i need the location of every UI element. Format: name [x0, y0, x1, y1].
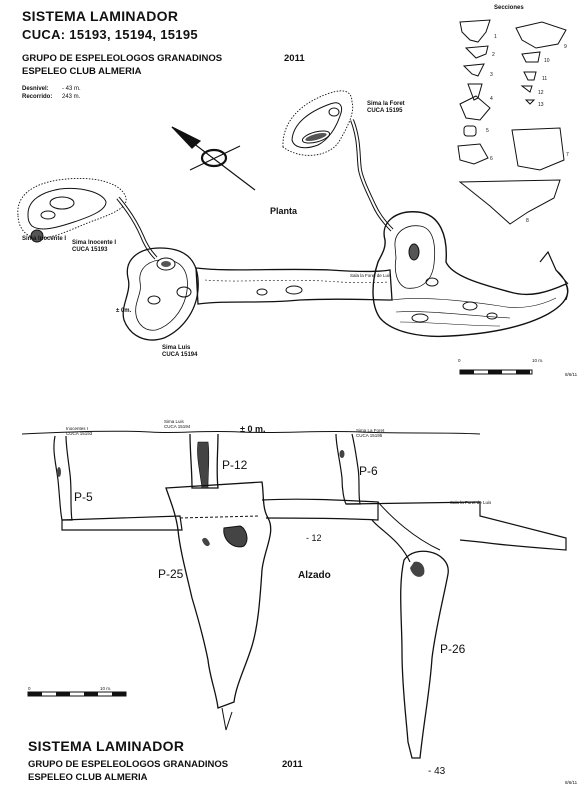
elev-sima-luis-cuca: CUCA 15194 [164, 424, 191, 429]
svg-text:10: 10 [544, 58, 550, 64]
desnivel-value: - 43 m. [62, 86, 81, 92]
elev-la-foret-cuca: CUCA 15195 [356, 433, 383, 438]
plan-scale-zero: 0 [458, 358, 461, 363]
elev-la-foret-label: Sima La Foret [356, 428, 385, 433]
elev-sala-label: Sala la Foret de Luis [450, 500, 492, 505]
sima-inocente-label-2: Sima Inocente I [72, 240, 117, 246]
elev-inocente-cuca: CUCA 15193 [66, 431, 93, 436]
sala-la-foret-chamber [372, 211, 569, 338]
p12-label: P-12 [222, 458, 248, 472]
plan-view-map: 1 2 3 4 5 6 7 8 9 10 11 12 13 [17, 19, 569, 375]
footer-year: 2011 [282, 759, 303, 770]
planta-label: Planta [270, 206, 298, 216]
sima-inocente-label: Sima Inocente I [22, 236, 67, 242]
year: 2011 [284, 53, 305, 64]
svg-text:13: 13 [538, 102, 544, 108]
footer-club: ESPELEO CLUB ALMERIA [28, 772, 148, 783]
svg-text:11: 11 [542, 76, 547, 82]
svg-text:5: 5 [486, 128, 489, 134]
plan-code: 8/6/11 [565, 372, 578, 377]
north-arrow-icon [171, 126, 256, 191]
elev-zero: ± 0 m. [240, 424, 266, 434]
sima-la-foret-cuca: CUCA 15195 [367, 108, 403, 114]
recorrido-value: 243 m. [62, 94, 81, 100]
svg-text:9: 9 [564, 44, 567, 50]
p26-label: P-26 [440, 642, 466, 656]
p6-label: P-6 [359, 464, 378, 478]
elev-sima-luis-label: Sima Luis [164, 419, 184, 424]
desnivel-label: Desnivel: [22, 86, 49, 92]
sima-inocente-cuca: CUCA 15193 [72, 247, 108, 253]
svg-text:8: 8 [526, 218, 529, 224]
sections-title: Secciones [494, 5, 524, 11]
recorrido-label: Recorrido: [22, 94, 53, 100]
section-diagrams [457, 19, 567, 225]
sima-luis-cuca: CUCA 15194 [162, 352, 198, 358]
sima-la-foret-label: Sima la Foret [367, 101, 405, 107]
elev-code: 8/6/11 [565, 780, 578, 785]
minus12-label: - 12 [306, 533, 322, 543]
svg-text:2: 2 [492, 52, 495, 58]
sima-luis-label: Sima Luis [162, 345, 191, 351]
svg-text:4: 4 [490, 96, 493, 102]
cuca-numbers: CUCA: 15193, 15194, 15195 [22, 27, 198, 42]
zero-mark: ± 0m. [116, 308, 132, 314]
svg-text:12: 12 [538, 90, 544, 96]
p5-label: P-5 [74, 490, 93, 504]
section-number-labels: 1 2 3 4 5 6 7 8 9 10 11 12 13 [486, 34, 569, 224]
alzado-label: Alzado [298, 570, 331, 581]
sala-label: Sala la Foret de Luis [350, 273, 392, 278]
title: SISTEMA LAMINADOR [22, 8, 179, 24]
group-name: GRUPO DE ESPELEOLOGOS GRANADINOS [22, 53, 223, 64]
svg-text:7: 7 [566, 152, 569, 158]
footer-title: SISTEMA LAMINADOR [28, 738, 185, 754]
sima-inocente-chamber [17, 177, 127, 243]
footer-group: GRUPO DE ESPELEOLOGOS GRANADINOS [28, 759, 229, 770]
svg-text:3: 3 [490, 72, 493, 78]
minus43-label: - 43 [428, 766, 446, 777]
club-name: ESPELEO CLUB ALMERIA [22, 66, 142, 77]
main-gallery [195, 267, 393, 305]
sima-luis-chamber [122, 247, 199, 341]
svg-text:6: 6 [490, 156, 493, 162]
elev-scale-end: 10 m. [100, 686, 112, 691]
p25-label: P-25 [158, 567, 184, 581]
plan-scale-end: 10 m. [532, 358, 544, 363]
svg-text:1: 1 [494, 34, 497, 40]
elevation-scale-bar [27, 691, 127, 697]
elev-scale-zero: 0 [28, 686, 31, 691]
plan-scale-bar [459, 369, 533, 375]
elev-inocente-label: Inocentes I [66, 426, 89, 431]
sima-la-foret-chamber [282, 90, 354, 156]
elevation-view-profile [21, 430, 567, 759]
